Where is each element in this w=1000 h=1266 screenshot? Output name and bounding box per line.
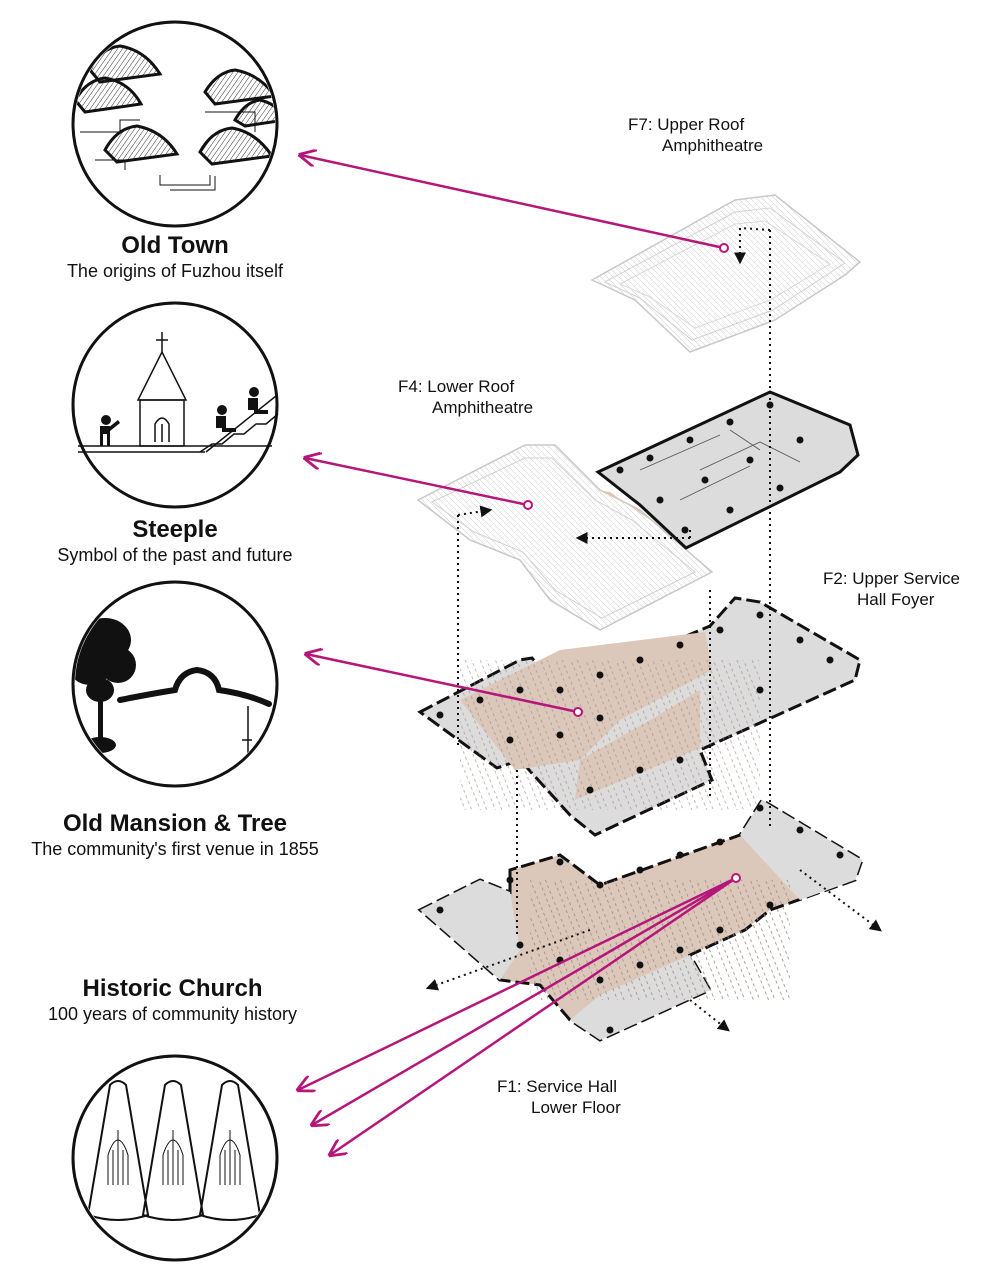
f1-label-line1: F1: Service Hall xyxy=(497,1077,617,1096)
f1-label: F1: Service Hall Lower Floor xyxy=(497,1076,621,1118)
f4-label-line1: F4: Lower Roof xyxy=(398,377,515,396)
f1-floor-plate xyxy=(417,797,864,1042)
connector-church-3 xyxy=(330,876,737,1155)
f4-label: F4: Lower Roof Amphitheatre xyxy=(398,376,533,418)
steeple-circle xyxy=(71,301,279,509)
connector-church-1 xyxy=(298,876,737,1090)
f7-label: F7: Upper Roof Amphitheatre xyxy=(628,114,763,156)
steeple-subtitle: Symbol of the past and future xyxy=(57,545,293,565)
steeple-label: Steeple Symbol of the past and future xyxy=(25,516,325,566)
connector-steeple xyxy=(305,458,529,507)
old-town-circle xyxy=(71,20,279,228)
f7-label-line2: Amphitheatre xyxy=(662,136,764,155)
f7-label-line1: F7: Upper Roof xyxy=(628,115,745,134)
old-town-title: Old Town xyxy=(121,232,229,259)
historic-church-title: Historic Church xyxy=(82,975,263,1002)
old-town-label: Old Town The origins of Fuzhou itself xyxy=(50,232,300,282)
connector-old-mansion xyxy=(306,654,579,714)
connector-church-2 xyxy=(312,876,737,1125)
anchor-f2 xyxy=(573,707,583,717)
old-mansion-subtitle: The community's first venue in 1855 xyxy=(31,839,319,859)
connector-old-town xyxy=(300,155,725,250)
precedent-connectors xyxy=(298,155,737,1155)
people-icon xyxy=(100,387,268,446)
vertical-alignment-lines xyxy=(425,227,882,1032)
gable-roof-icon xyxy=(117,666,272,707)
old-mansion-label: Old Mansion & Tree The community's first… xyxy=(0,810,350,860)
f4-label-line2: Amphitheatre xyxy=(432,398,534,417)
f7-upper-roof-plan xyxy=(590,194,862,353)
f1-label-line2: Lower Floor xyxy=(531,1098,621,1117)
f2-label-line1: F2: Upper Service xyxy=(823,569,960,588)
steeple-title: Steeple xyxy=(132,516,218,543)
anchor-f7 xyxy=(719,243,729,253)
old-mansion-title: Old Mansion & Tree xyxy=(62,810,288,837)
roof-tile-icon xyxy=(75,44,275,166)
f4-lower-roof-plan xyxy=(416,444,714,631)
historic-church-circle xyxy=(71,1054,279,1262)
f4-floor-plate xyxy=(595,390,860,550)
historic-church-subtitle: 100 years of community history xyxy=(47,1004,298,1024)
f2-label: F2: Upper Service Hall Foyer xyxy=(823,568,960,610)
historic-church-label: Historic Church 100 years of community h… xyxy=(15,975,330,1025)
f2-floor-plate xyxy=(417,596,862,837)
f2-label-line2: Hall Foyer xyxy=(857,590,935,609)
anchor-f4 xyxy=(523,500,533,510)
anchor-f1 xyxy=(731,873,741,883)
old-mansion-circle xyxy=(71,580,279,788)
old-town-subtitle: The origins of Fuzhou itself xyxy=(66,261,284,281)
